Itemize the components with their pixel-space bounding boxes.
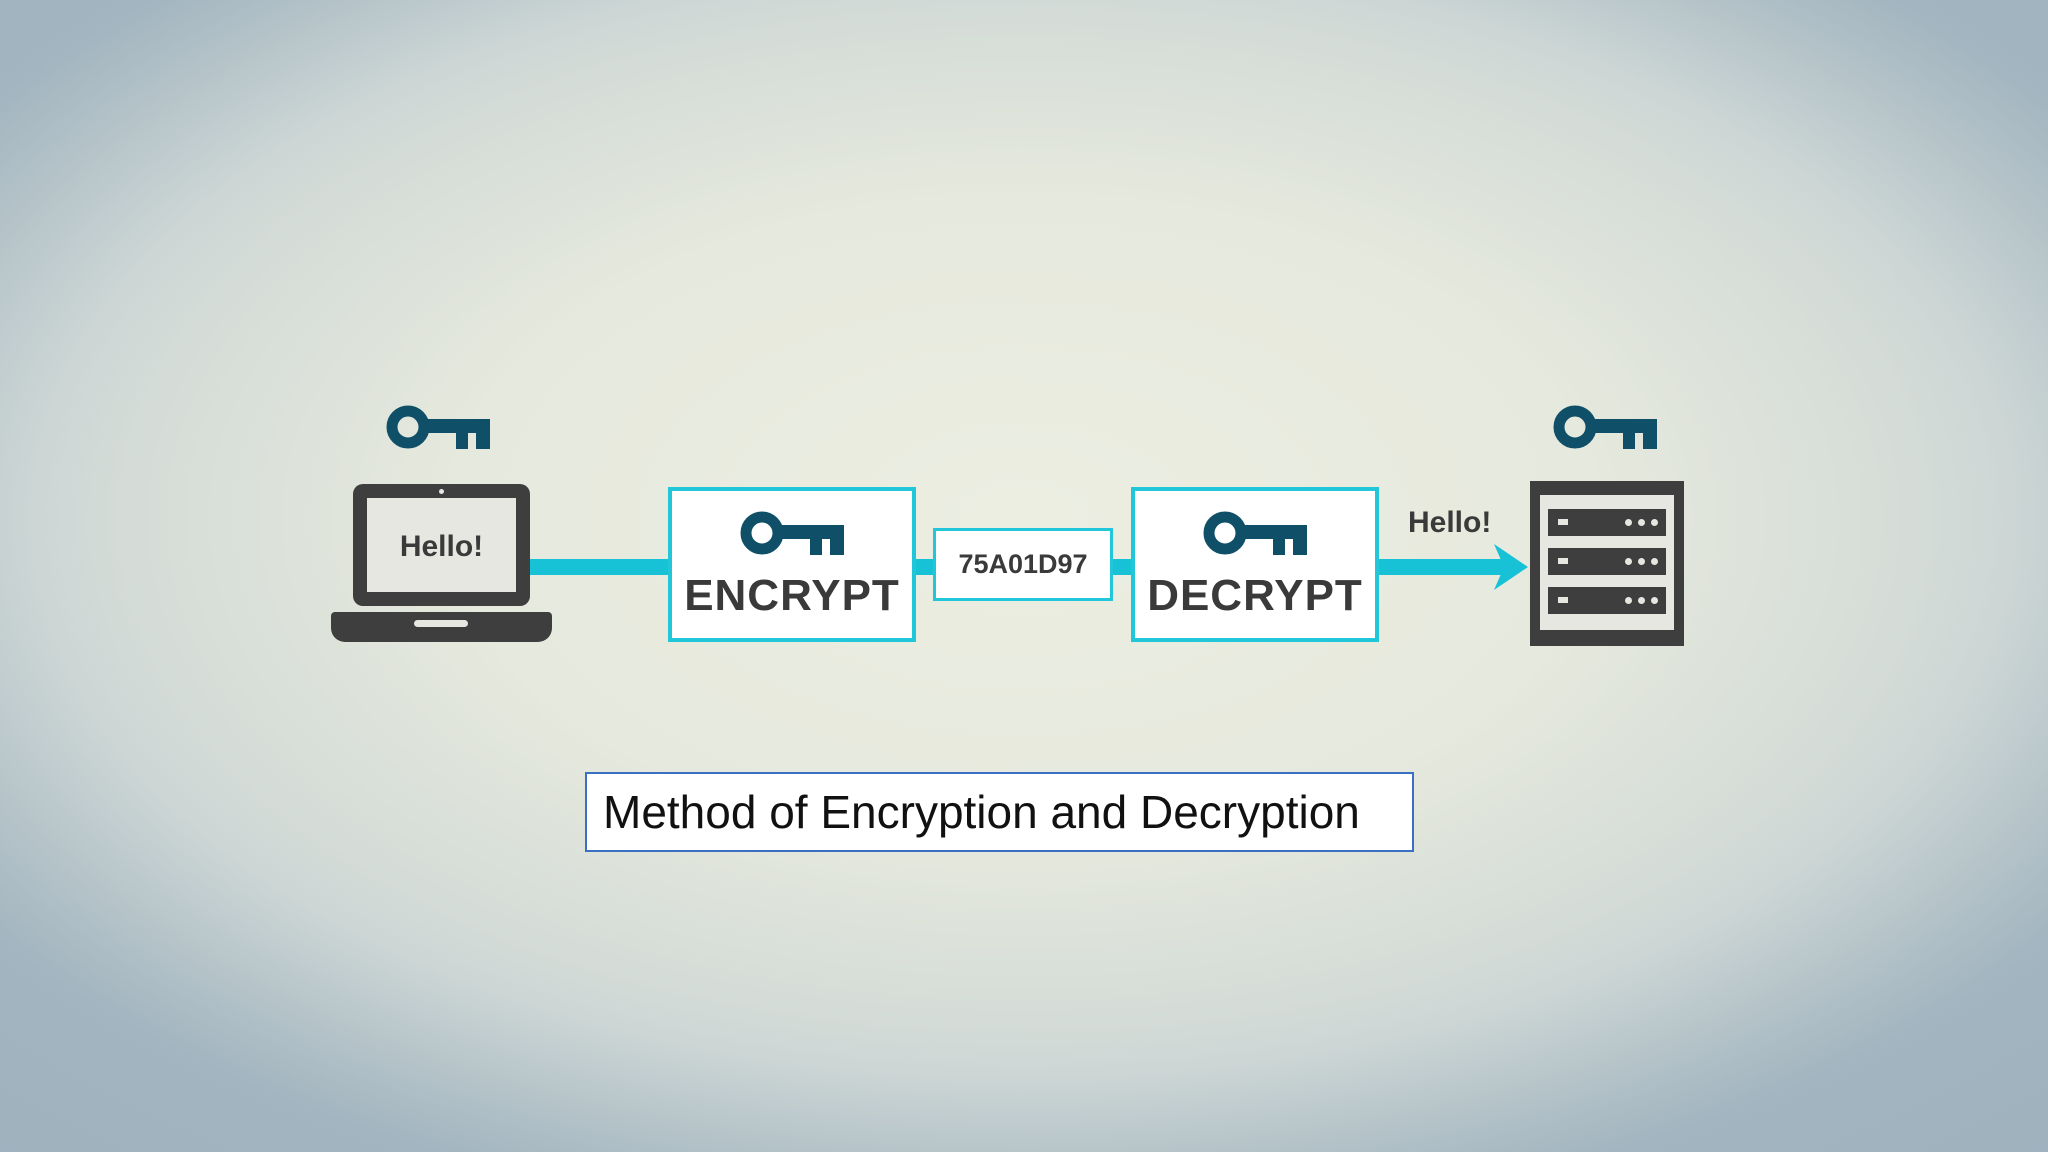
encrypt-box: ENCRYPT: [668, 487, 916, 642]
output-text: Hello!: [1408, 506, 1492, 539]
server-bay: [1548, 548, 1666, 575]
server-bay: [1548, 587, 1666, 614]
decrypt-box: DECRYPT: [1131, 487, 1379, 642]
flow-line-cipher-to-decrypt: [1110, 559, 1134, 575]
flow-line-laptop-to-encrypt: [525, 559, 671, 575]
laptop-screen: Hello!: [353, 484, 530, 606]
key-icon: [1203, 511, 1307, 555]
server-dot: [1625, 519, 1632, 526]
diagram-caption: Method of Encryption and Decryption: [585, 772, 1414, 852]
flow-line-encrypt-to-cipher: [912, 559, 936, 575]
arrow-right-icon: [1494, 544, 1528, 590]
laptop-camera: [439, 489, 444, 494]
flow-line-decrypt-to-server: [1377, 559, 1507, 575]
encrypt-label: ENCRYPT: [684, 571, 900, 620]
server-dot: [1638, 558, 1645, 565]
server-dot: [1651, 597, 1658, 604]
server-led: [1558, 558, 1568, 564]
decrypt-label: DECRYPT: [1147, 571, 1363, 620]
key-icon: [740, 511, 844, 555]
server-dot: [1638, 519, 1645, 526]
server-dot: [1651, 519, 1658, 526]
server-dot: [1625, 558, 1632, 565]
ciphertext-box: 75A01D97: [933, 528, 1113, 601]
server-bay: [1548, 509, 1666, 536]
key-icon: [386, 405, 490, 449]
laptop-screen-text: Hello!: [399, 530, 484, 563]
laptop-trackpad: [414, 620, 468, 627]
laptop-base: [331, 612, 552, 642]
server-icon: [1530, 481, 1684, 646]
server-led: [1558, 519, 1568, 525]
server-dot: [1638, 597, 1645, 604]
server-dot: [1625, 597, 1632, 604]
key-icon: [1553, 405, 1657, 449]
server-dot: [1651, 558, 1658, 565]
server-led: [1558, 597, 1568, 603]
